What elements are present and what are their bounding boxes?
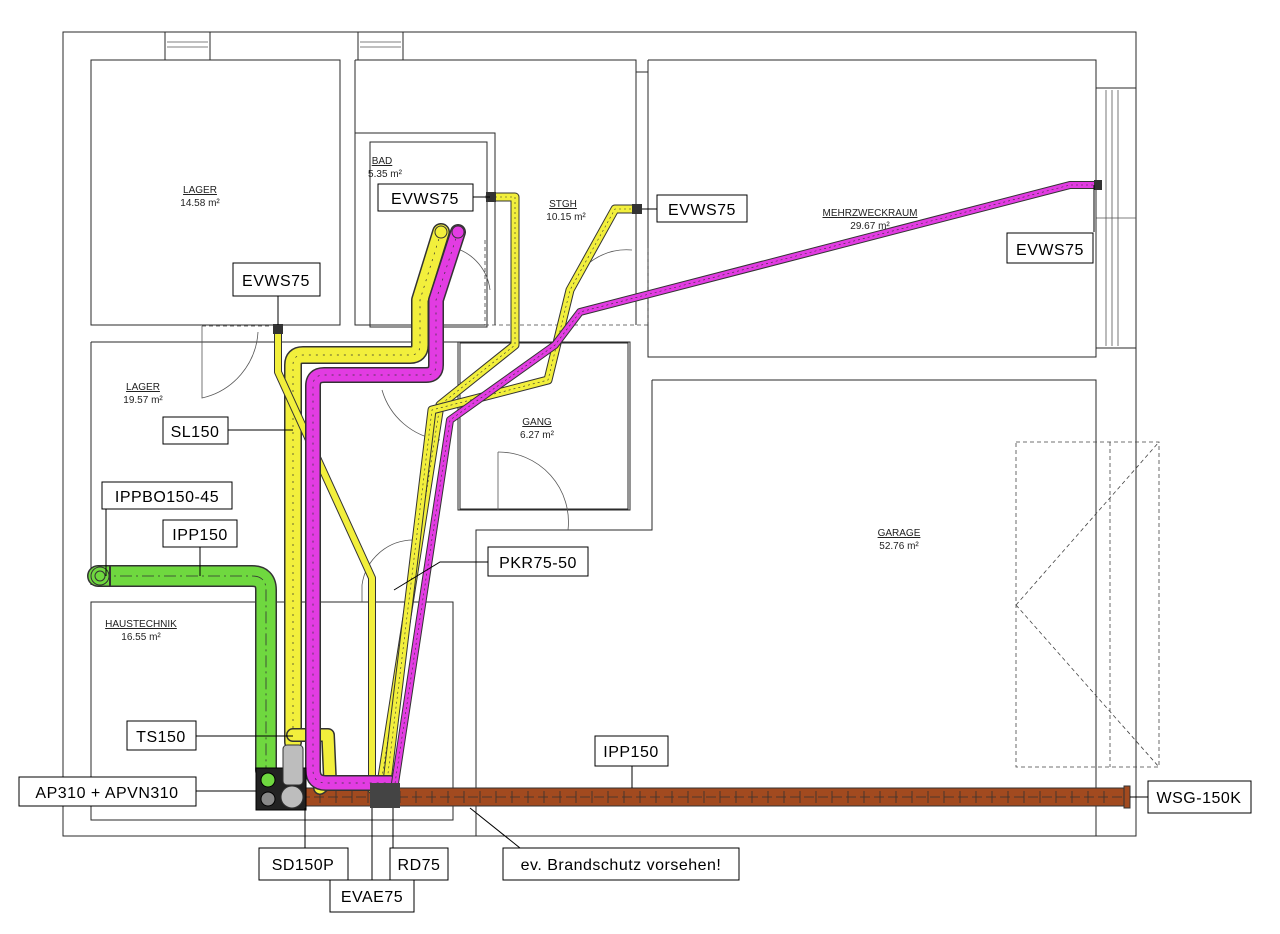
tag-ap310: AP310 + APVN310	[18, 776, 197, 807]
room-area: 16.55 m²	[121, 632, 161, 643]
extract-ducts	[305, 181, 1102, 794]
vent-terminals	[273, 180, 1102, 334]
walls	[62, 31, 1137, 837]
tag-rd75: RD75	[389, 847, 449, 881]
svg-text:IPPBO150-45: IPPBO150-45	[115, 489, 219, 506]
svg-text:WSG-150K: WSG-150K	[1157, 790, 1242, 807]
room-name: GARAGE	[878, 528, 921, 539]
component-tags: EVWS75 EVWS75 EVWS75 EVWS75 SL150 IPPBO1…	[18, 183, 1252, 913]
room-name: BAD	[372, 156, 393, 167]
tag-sl150: SL150	[162, 416, 229, 445]
outdoor-air-duct	[87, 565, 277, 781]
svg-text:EVWS75: EVWS75	[668, 202, 736, 219]
exhaust-duct	[299, 785, 1131, 809]
svg-text:AP310 + APVN310: AP310 + APVN310	[35, 785, 178, 802]
room-area: 5.35 m²	[368, 169, 403, 180]
tag-evws-stgh: EVWS75	[656, 194, 748, 223]
tag-ipp150-left: IPP150	[162, 519, 238, 548]
tag-wsg: WSG-150K	[1147, 780, 1252, 814]
room-area: 19.57 m²	[123, 395, 163, 406]
tag-evws-bad: EVWS75	[377, 183, 474, 212]
room-area: 52.76 m²	[879, 541, 919, 552]
tag-brandschutz: ev. Brandschutz vorsehen!	[502, 847, 740, 881]
tag-evae75: EVAE75	[329, 879, 415, 913]
room-name: STGH	[549, 199, 577, 210]
leader-lines	[105, 185, 1148, 880]
supply-ducts	[274, 192, 641, 795]
tag-pkr: PKR75-50	[487, 546, 589, 577]
room-area: 14.58 m²	[180, 198, 220, 209]
tag-ipp150-bottom: IPP150	[594, 735, 669, 767]
svg-text:EVWS75: EVWS75	[391, 191, 459, 208]
tag-evws-lager: EVWS75	[232, 262, 321, 297]
svg-text:PKR75-50: PKR75-50	[499, 555, 577, 572]
svg-text:ev. Brandschutz vorsehen!: ev. Brandschutz vorsehen!	[521, 857, 722, 874]
room-name: HAUSTECHNIK	[105, 619, 177, 630]
room-name: GANG	[522, 417, 552, 428]
room-name: MEHRZWECKRAUM	[823, 208, 918, 219]
svg-text:EVWS75: EVWS75	[1016, 242, 1084, 259]
ventilation-unit	[255, 744, 400, 811]
tag-evws-mehrzweck: EVWS75	[1006, 232, 1094, 264]
room-area: 29.67 m²	[850, 221, 890, 232]
svg-text:SD150P: SD150P	[272, 857, 335, 874]
tag-sd150p: SD150P	[258, 847, 349, 881]
svg-text:IPP150: IPP150	[172, 527, 227, 544]
svg-text:RD75: RD75	[398, 857, 441, 874]
svg-text:SL150: SL150	[171, 424, 220, 441]
svg-text:EVWS75: EVWS75	[242, 273, 310, 290]
room-labels: LAGER 14.58 m² BAD 5.35 m² STGH 10.15 m²…	[105, 156, 921, 643]
room-area: 10.15 m²	[546, 212, 586, 223]
svg-text:TS150: TS150	[136, 729, 186, 746]
room-area: 6.27 m²	[520, 430, 555, 441]
tag-ippbo: IPPBO150-45	[101, 481, 233, 510]
svg-text:IPP150: IPP150	[603, 744, 658, 761]
garage-car-outline	[1015, 441, 1160, 768]
room-name: LAGER	[126, 382, 160, 393]
room-name: LAGER	[183, 185, 217, 196]
svg-text:EVAE75: EVAE75	[341, 889, 403, 906]
tag-ts150: TS150	[126, 720, 197, 751]
